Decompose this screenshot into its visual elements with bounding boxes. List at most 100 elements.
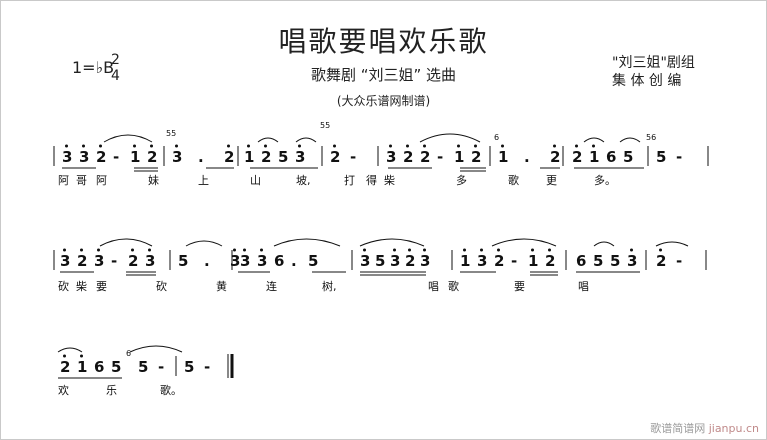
lyric-syllable: 山 <box>250 174 261 187</box>
lyric-syllable: 歌 <box>448 279 459 293</box>
octave-dot <box>363 248 366 252</box>
octave-dot <box>65 144 68 148</box>
octave-dot <box>260 248 263 252</box>
note-glyph: 2 <box>572 148 582 166</box>
lyric-syllable: 唱 <box>428 280 439 293</box>
note-glyph: 5 <box>593 252 603 270</box>
lyric-syllable: 要 <box>514 280 525 293</box>
note-glyph: 3 <box>477 252 487 270</box>
key-signature: 1=♭B <box>72 58 115 77</box>
octave-dot <box>97 248 100 252</box>
note-glyph: 6 <box>94 358 104 376</box>
note-glyph: . <box>204 252 210 270</box>
note-glyph: 1 <box>130 148 140 166</box>
credit-block: "刘三姐"剧组 集 体 创 编 <box>612 54 695 90</box>
octave-dot <box>148 248 151 252</box>
note-glyph: 3 <box>295 148 305 166</box>
note-glyph: 5 <box>375 252 385 270</box>
octave-dot <box>264 144 267 148</box>
note-glyph: 6 <box>576 252 586 270</box>
credit-line-2: 集 体 创 编 <box>612 73 682 89</box>
octave-dot <box>406 144 409 148</box>
note-glyph: 3 <box>60 252 70 270</box>
score-line-3 <box>57 345 234 379</box>
note-glyph: 2 <box>545 252 555 270</box>
note-glyph: 2 <box>147 148 157 166</box>
octave-dot <box>80 354 83 358</box>
lyric-syllable: 连 <box>266 280 277 293</box>
octave-dot <box>333 144 336 148</box>
lyric-syllable: 砍 <box>156 279 167 293</box>
note-glyph: 3 <box>145 252 155 270</box>
song-title: 唱歌要唱欢乐歌 <box>278 25 489 58</box>
octave-dot <box>553 144 556 148</box>
note-glyph: - <box>350 148 356 166</box>
octave-dot <box>175 144 178 148</box>
octave-dot <box>133 144 136 148</box>
lyric-syllable: 阿 <box>58 174 69 187</box>
octave-dot <box>63 248 66 252</box>
note-glyph: 5 <box>111 358 121 376</box>
time-sig-bottom: 4 <box>111 68 120 84</box>
score-source: (大众乐谱网制谱) <box>336 94 431 108</box>
note-glyph: 6 <box>274 252 284 270</box>
credit-line-1: "刘三姐"剧组 <box>612 55 695 71</box>
lyric-syllable: 要 <box>96 280 107 293</box>
octave-dot <box>298 144 301 148</box>
octave-dot <box>463 248 466 252</box>
lyric-syllable: 得 <box>366 174 377 187</box>
note-glyph: 1 <box>244 148 254 166</box>
note-glyph: 3 <box>390 252 400 270</box>
octave-dot <box>548 248 551 252</box>
note-glyph: 3 <box>172 148 182 166</box>
note-glyph: 2 <box>656 252 666 270</box>
note-glyph: 3 <box>420 252 430 270</box>
lyric-syllable: 妹 <box>148 174 159 187</box>
lyric-syllable: 多 <box>456 173 467 187</box>
octave-dot <box>80 248 83 252</box>
note-glyph: 2 <box>224 148 234 166</box>
note-glyph: 3 <box>79 148 89 166</box>
note-glyph: 2 <box>471 148 481 166</box>
note-glyph: 5 <box>610 252 620 270</box>
note-glyph: - <box>111 252 117 270</box>
octave-dot <box>389 144 392 148</box>
note-glyph: 3 <box>360 252 370 270</box>
note-glyph: 2 <box>420 148 430 166</box>
lyric-syllable: 阿 <box>96 174 107 187</box>
grace-note: 56 <box>646 133 656 142</box>
watermark-cn: 歌谱简谱网 <box>650 422 709 435</box>
octave-dot <box>592 144 595 148</box>
octave-dot <box>99 144 102 148</box>
octave-dot <box>131 248 134 252</box>
note-glyph: 5 <box>278 148 288 166</box>
note-glyph: . <box>291 252 297 270</box>
note-glyph: 5 <box>623 148 633 166</box>
note-glyph: 5 <box>308 252 318 270</box>
octave-dot <box>82 144 85 148</box>
note-glyph: . <box>198 148 204 166</box>
octave-dot <box>247 144 250 148</box>
note-glyph: 2 <box>405 252 415 270</box>
score-line-1 <box>53 133 709 172</box>
octave-dot <box>63 354 66 358</box>
note-glyph: 5 <box>184 358 194 376</box>
note-glyph: 3 <box>62 148 72 166</box>
lyric-syllable: 砍 <box>58 279 69 293</box>
lyric-syllable: 歌。 <box>160 383 182 397</box>
note-glyph: 2 <box>494 252 504 270</box>
grace-note: 6 <box>126 349 131 358</box>
time-sig-top: 2 <box>111 52 120 68</box>
note-glyph: 3 <box>386 148 396 166</box>
note-glyph: 5 <box>138 358 148 376</box>
octave-dot <box>531 248 534 252</box>
note-glyph: 1 <box>498 148 508 166</box>
lyric-syllable: 柴 <box>384 173 395 187</box>
lyric-syllable: 坡, <box>296 174 311 187</box>
note-glyph: - <box>113 148 119 166</box>
octave-dot <box>575 144 578 148</box>
note-glyph: 1 <box>528 252 538 270</box>
